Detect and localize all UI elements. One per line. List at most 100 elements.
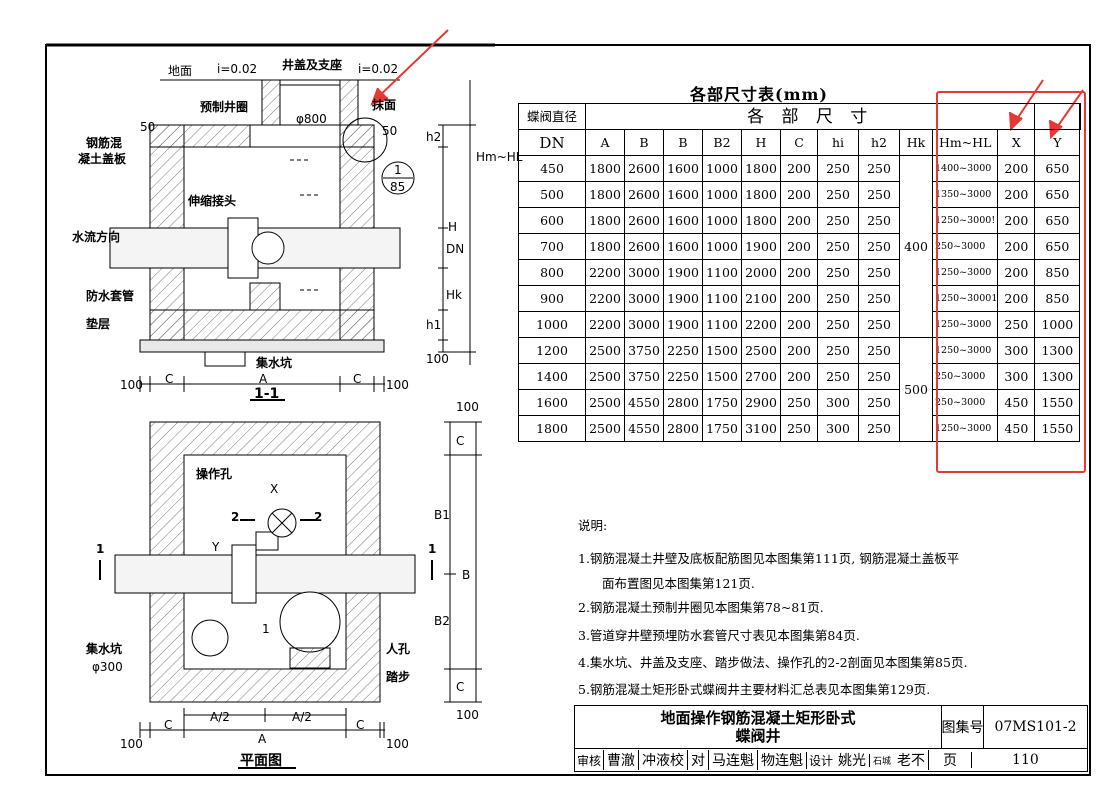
label-hundred-plan-left: 100: [120, 737, 143, 751]
table-cell: 1800: [585, 181, 625, 208]
table-cell: 1100: [702, 259, 742, 286]
label-op-hole: 操作孔: [196, 467, 233, 481]
label-one-left: 1: [96, 542, 105, 556]
label-precast-ring: 预制井圈: [200, 100, 249, 114]
table-cell: 250: [817, 181, 859, 208]
cushion-layer: [139, 339, 385, 353]
table-cell: 250: [858, 259, 900, 286]
label-hm: Hm~HL: [476, 150, 523, 164]
label-C-right: C: [353, 372, 362, 386]
table-cell: 250: [817, 207, 859, 234]
table-cell: 1900: [663, 259, 703, 286]
label-B2: B2: [434, 614, 450, 628]
table-cell: 1500: [702, 337, 742, 364]
label-section-title: 1-1: [254, 386, 280, 402]
table-cell: 250: [817, 233, 859, 260]
table-cell: 1250~3000: [931, 415, 999, 442]
label-h2: h2: [426, 130, 442, 144]
label-hundred-left: 100: [120, 378, 143, 392]
label-A: A: [259, 372, 268, 386]
table-cell: 1600: [663, 155, 703, 182]
table-cell: 2500: [585, 337, 625, 364]
label-cushion: 垫层: [86, 317, 111, 331]
label-C-left: C: [165, 372, 174, 386]
label-slope2: i=0.02: [358, 62, 399, 76]
table-cell: 300: [817, 389, 859, 416]
table-cell: 3000: [624, 259, 664, 286]
detail-bottom: 85: [390, 180, 406, 194]
table-cell: 1300: [1034, 337, 1081, 364]
label-slope1: i=0.02: [217, 62, 258, 76]
table-cell: 1550: [1034, 415, 1081, 442]
table-cell: 700: [518, 233, 586, 260]
note-5: 5.钢筋混凝土矩形卧式蝶阀井主要材料汇总表见本图集第129页.: [578, 682, 931, 697]
table-cell: 200: [997, 285, 1036, 312]
tb-checker-sig: 物连魁: [757, 750, 806, 770]
table-cell: 1100: [702, 311, 742, 338]
col-A: A: [585, 129, 625, 156]
label-C-plan-right: C: [356, 718, 365, 732]
valve-circle: [251, 231, 285, 265]
tb-designer-sig: 石城: [869, 753, 894, 767]
table-cell: 2600: [624, 181, 664, 208]
label-ground: 地面: [168, 64, 193, 78]
label-pave: 抹面: [372, 98, 397, 112]
manhole-circle: [279, 591, 341, 653]
label-rc-slab2: 凝土盖板: [78, 152, 127, 166]
label-two-left: 2: [231, 510, 240, 524]
table-cell: 800: [518, 259, 586, 286]
table-cell: 250: [858, 155, 900, 182]
table-cell: 2000: [741, 259, 781, 286]
label-dia800: φ800: [296, 112, 327, 126]
label-B1: B1: [434, 508, 450, 522]
base-slab: [149, 309, 375, 341]
table-cell: 1400~3000: [931, 155, 999, 182]
label-C-plan-top: C: [456, 434, 465, 448]
label-cover: 井盖及支座: [282, 58, 343, 72]
table-cell: 1600: [663, 181, 703, 208]
table-cell: 200: [997, 233, 1036, 260]
notes-heading: 说明:: [578, 518, 608, 533]
table-cell: 300: [997, 337, 1036, 364]
tb-page-label: 页: [928, 750, 971, 770]
precast-ring-right: [339, 79, 359, 126]
table-cell: 1900: [663, 285, 703, 312]
table-cell: 200: [997, 259, 1036, 286]
table-cell: 200: [997, 181, 1036, 208]
table-cell: 250: [858, 389, 900, 416]
table-cell: 250: [817, 155, 859, 182]
table-cell: 650: [1034, 233, 1081, 260]
table-cell: 1800: [741, 181, 781, 208]
header-dn: DN: [518, 129, 586, 156]
col-B: B: [624, 129, 664, 156]
table-cell: 200: [780, 207, 818, 234]
table-cell: 500: [518, 181, 586, 208]
table-cell: 2900: [741, 389, 781, 416]
label-H: H: [448, 220, 458, 234]
label-Y: Y: [212, 540, 220, 554]
label-B: B: [462, 568, 471, 582]
table-cell: 2100: [741, 285, 781, 312]
label-h1: h1: [426, 318, 442, 332]
title-line2: 蝶阀井: [735, 727, 781, 745]
table-cell: 1300: [1034, 363, 1081, 390]
table-cell: 250: [858, 363, 900, 390]
tb-page-no: 110: [971, 752, 1079, 768]
table-cell: 1600: [518, 389, 586, 416]
table-cell: 200: [780, 311, 818, 338]
table-cell: 1400: [518, 363, 586, 390]
table-cell: 1000: [702, 233, 742, 260]
table-cell: 250: [858, 337, 900, 364]
col-H: H: [741, 129, 781, 156]
table-cell: 200: [780, 337, 818, 364]
table-cell: 450: [518, 155, 586, 182]
table-cell: 250: [858, 415, 900, 442]
col-B2: B2: [702, 129, 742, 156]
table-cell: 250: [817, 337, 859, 364]
table-cell: 2200: [585, 311, 625, 338]
table-cell: 1500: [702, 363, 742, 390]
label-A2-right: A/2: [292, 710, 312, 724]
